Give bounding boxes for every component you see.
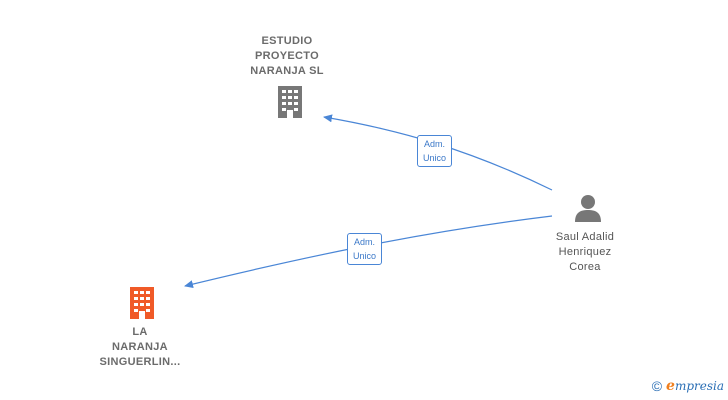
person-name-line: Saul Adalid: [555, 231, 615, 243]
edge-label-top[interactable]: Adm. Unico: [417, 135, 453, 167]
company-bottom-name-line: SINGUERLIN...: [99, 356, 181, 368]
edge-label-line: Adm.: [424, 139, 446, 149]
edge-label-line: Unico: [353, 251, 377, 261]
person-label[interactable]: Saul Adalid Henriquez Corea: [535, 230, 635, 275]
copyright-icon: ©: [651, 378, 663, 394]
person-name-line: Henriquez: [558, 246, 612, 258]
brand-logo: empresia: [666, 378, 724, 394]
company-bottom-name-line: LA: [132, 326, 148, 338]
person-icon[interactable]: [573, 193, 603, 223]
edge-label-line: Adm.: [354, 237, 376, 247]
company-top-label[interactable]: ESTUDIO PROYECTO NARANJA SL: [237, 34, 337, 79]
person-name-line: Corea: [569, 261, 601, 273]
building-icon[interactable]: [126, 285, 158, 319]
brand-initial: e: [666, 378, 675, 394]
edge-label-bottom[interactable]: Adm. Unico: [347, 233, 383, 265]
company-bottom-label[interactable]: LA NARANJA SINGUERLIN...: [80, 325, 200, 370]
company-bottom-name-line: NARANJA: [112, 341, 168, 353]
company-top-name-line: ESTUDIO: [261, 35, 313, 47]
company-top-name-line: PROYECTO: [255, 50, 319, 62]
brand-text: mpresia: [674, 379, 724, 393]
footer-brand: © empresia: [652, 378, 724, 394]
building-icon[interactable]: [274, 84, 306, 118]
company-top-name-line: NARANJA SL: [250, 65, 324, 77]
edge-label-line: Unico: [423, 153, 447, 163]
